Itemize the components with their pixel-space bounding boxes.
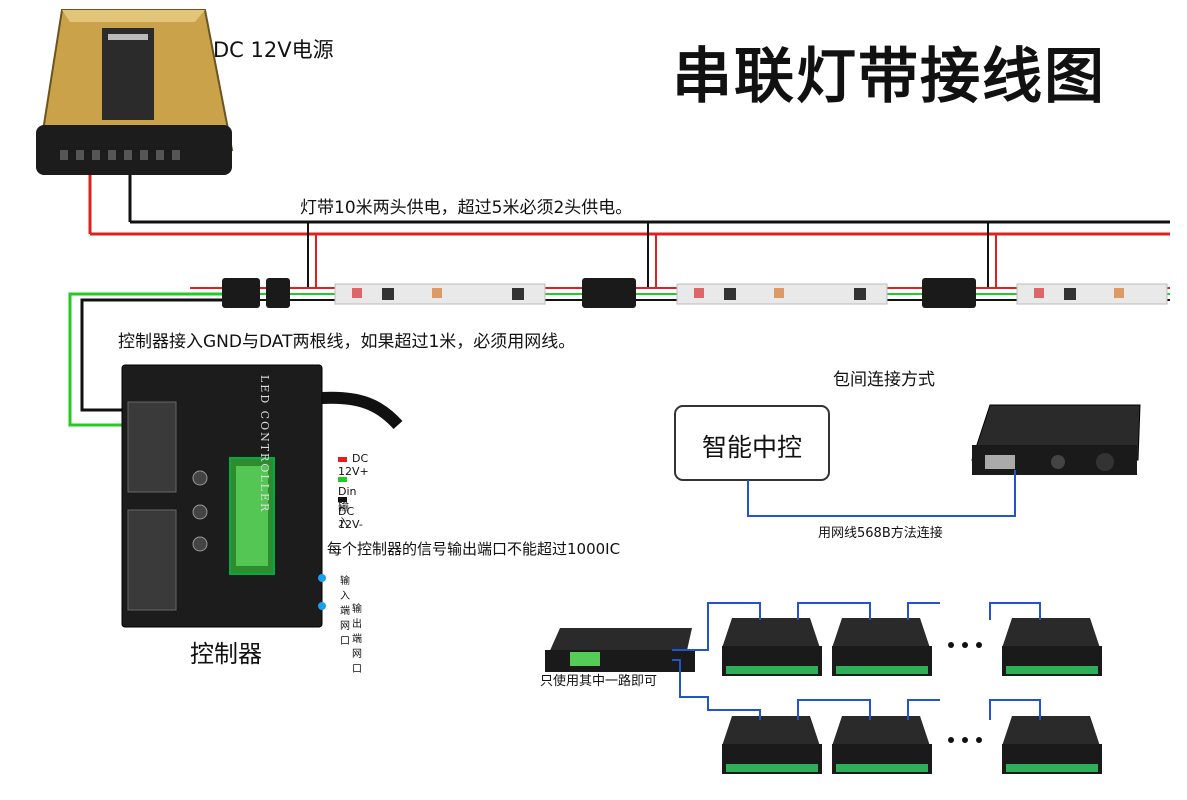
slave-controller	[722, 716, 822, 774]
slave-controller-array	[722, 618, 1102, 774]
slave-controller	[722, 618, 822, 676]
port-marker	[318, 574, 326, 582]
network-cable-hub	[747, 470, 1016, 517]
group-connection-title: 包间连接方式	[833, 370, 935, 390]
wire-rule-note: 灯带10米两头供电，超过5米必须2头供电。	[300, 198, 633, 218]
legend-swatch	[338, 456, 347, 462]
network-rule-note: 用网线568B方法连接	[818, 526, 943, 541]
controller-green-wire	[68, 292, 222, 427]
led-strip-segment-1	[334, 283, 546, 305]
controller-label: 控制器	[190, 640, 262, 668]
controller-rule-note: 控制器接入GND与DAT两根线，如果超过1米，必须用网线。	[118, 332, 576, 352]
strip-connector-2	[582, 278, 636, 308]
legend-entry: Din 输入	[338, 472, 357, 530]
output-limit-note: 每个控制器的信号输出端口不能超过1000IC	[327, 540, 621, 558]
power-injection-taps	[307, 222, 997, 288]
single-port-note: 只使用其中一路即可	[540, 674, 658, 689]
legend-entry: DC 12V+	[338, 452, 369, 478]
port-note-text: 输出端网口	[352, 604, 362, 675]
legend-swatch	[338, 496, 347, 502]
group-controller	[971, 404, 1141, 475]
controller-black-wire	[80, 298, 222, 412]
port-marker	[318, 602, 326, 610]
strip-connector-1	[222, 278, 290, 308]
controller-panel-text: LED CONTROLLER	[258, 375, 271, 514]
master-controller	[545, 628, 695, 672]
legend-text: DC 12V+	[338, 452, 369, 478]
slave-controller	[1002, 618, 1102, 676]
smart-hub-box[interactable]	[674, 405, 830, 481]
diagram-title: 串联灯带接线图	[672, 42, 1106, 112]
port-note-text: 输入端网口	[340, 576, 350, 647]
slave-controller	[1002, 716, 1102, 774]
power-supply-unit	[36, 9, 234, 175]
strip-connector-3	[922, 278, 976, 308]
legend-text: DC 12V-	[338, 505, 363, 531]
led-strip-segment-3	[1016, 283, 1168, 305]
ellipsis-dots	[948, 642, 982, 743]
slave-network-cables	[672, 602, 1041, 720]
smart-hub-label: 智能中控	[702, 433, 803, 462]
legend-entry: DC 12V-	[338, 492, 363, 531]
slave-controller	[832, 618, 932, 676]
legend-swatch	[338, 476, 347, 482]
legend-text: Din 输入	[338, 485, 357, 529]
power-supply-label: DC 12V电源	[213, 38, 334, 62]
main-controller	[121, 364, 403, 628]
slave-controller	[832, 716, 932, 774]
led-strip-segment-2	[676, 283, 888, 305]
